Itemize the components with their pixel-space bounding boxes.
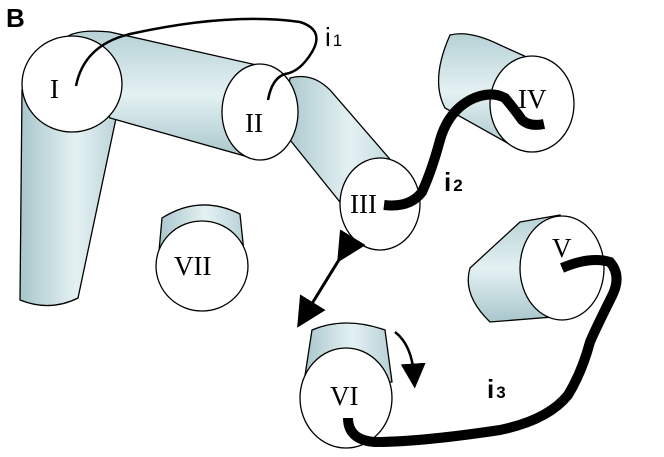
helix-cylinder-I: [19, 89, 123, 307]
helix-face-II: [221, 63, 299, 161]
helix-label-V: V: [552, 233, 572, 263]
loop-i2: [383, 89, 546, 211]
helix-label-VI: VI: [330, 381, 359, 411]
helix-face-IV: [489, 55, 575, 153]
loop-i1-letter: i: [325, 22, 331, 52]
helix-label-VII: VII: [174, 251, 211, 281]
loop-i2-letter: i: [444, 167, 451, 197]
helix-label-III: III: [350, 189, 377, 219]
loop-i3: [343, 255, 622, 448]
helix-label-I: I: [50, 74, 59, 104]
double-arrow-III-VI: [297, 229, 366, 328]
helix-label-II: II: [245, 108, 263, 138]
rotation-arrow-VI: [394, 331, 426, 389]
loop-i3-letter: i: [487, 374, 494, 404]
loop-i1: [74, 17, 318, 101]
panel-label: B: [6, 3, 25, 33]
helix-face-VII: [155, 220, 249, 312]
loop-i3-number: 3: [496, 383, 505, 402]
loop-i2-number: 2: [453, 176, 462, 195]
helix-face-VI: [299, 347, 393, 449]
loop-i1-number: 1: [333, 31, 342, 50]
helix-face-I: [21, 35, 123, 133]
helix-face-III: [339, 157, 421, 251]
helix-label-IV: IV: [518, 84, 547, 114]
